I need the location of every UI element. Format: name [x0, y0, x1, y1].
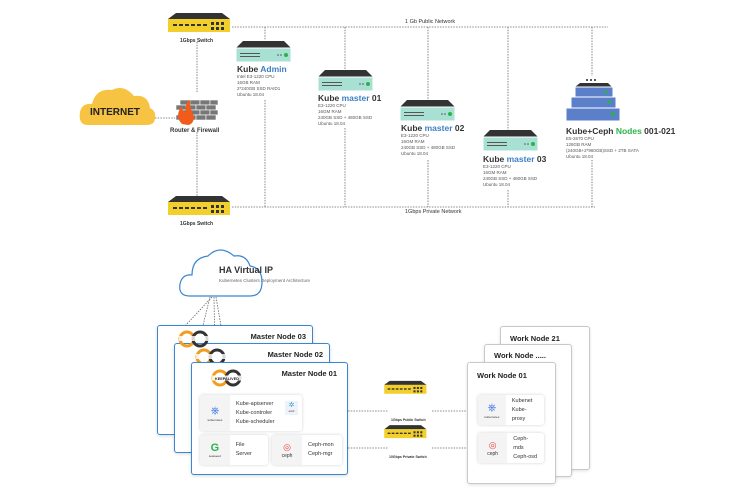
vip-subtitle: Kubernetes Clusters Deployment Architect… — [219, 278, 311, 283]
public-network-label: 1 Gb Public Network — [405, 19, 456, 25]
ceph-icon: ◎ — [488, 439, 497, 450]
ceph-server-stack — [565, 79, 621, 122]
kubernetes-icon: ⎈ — [210, 404, 220, 417]
kubernetes-icon: ⎈ — [487, 401, 497, 414]
vip-title: HA Virtual IP — [219, 265, 274, 275]
fire-icon — [178, 100, 194, 125]
router-label: Router & Firewall — [170, 128, 220, 134]
etcd-icon: ✲etcd — [285, 401, 298, 415]
private-switch-label: 10Gbps Private Switch — [389, 455, 427, 459]
internet-label: INTERNET — [90, 107, 140, 118]
top-switch-label: 1Gbps Switch — [180, 38, 214, 44]
public-switch-label: 1Gbps Public Switch — [391, 418, 426, 422]
seaweedfs-icon: G — [210, 442, 220, 454]
master-node-01: Master Node 01 KEEPALIVED ⎈kubernetes Ku… — [191, 362, 348, 475]
private-network-label: 1Gbps Private Network — [405, 209, 462, 215]
keepalived-logo: KEEPALIVED — [211, 369, 242, 387]
bottom-switch-label: 1Gbps Switch — [180, 221, 214, 227]
svg-text:KEEPALIVED: KEEPALIVED — [215, 377, 239, 381]
ceph-icon: ◎ — [283, 441, 291, 452]
